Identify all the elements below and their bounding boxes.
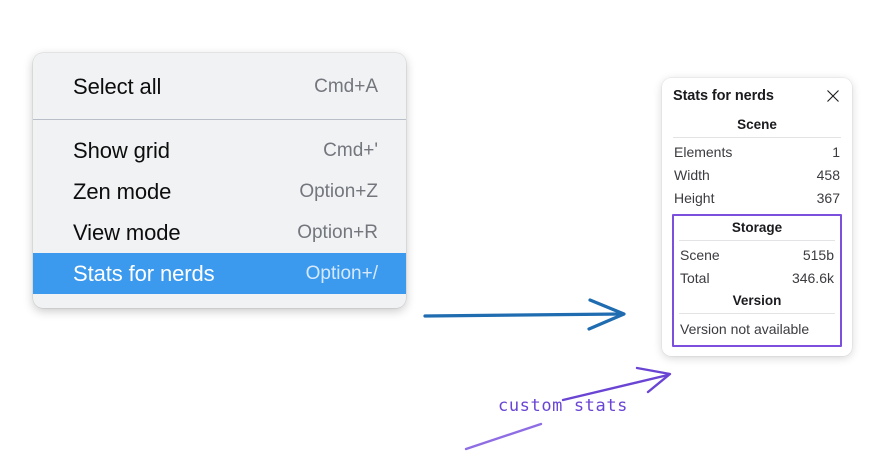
stats-panel-header: Stats for nerds bbox=[673, 88, 841, 114]
close-icon[interactable] bbox=[825, 88, 841, 104]
menu-item-label: Select all bbox=[73, 73, 162, 99]
scene-section-heading: Scene bbox=[737, 117, 777, 132]
menu-item-stats-for-nerds[interactable]: Stats for nerds Option+/ bbox=[33, 253, 406, 294]
menu-item-shortcut: Option+Z bbox=[299, 180, 378, 202]
stats-for-nerds-panel: Stats for nerds Scene Elements 1 Width 4… bbox=[662, 78, 852, 356]
stats-panel-title: Stats for nerds bbox=[673, 88, 774, 104]
stat-value: 346.6k bbox=[791, 270, 834, 286]
stat-value: 1 bbox=[832, 144, 840, 160]
context-menu: Select all Cmd+A Show grid Cmd+' Zen mod… bbox=[33, 53, 406, 308]
stat-key: Total bbox=[680, 270, 710, 286]
scene-divider bbox=[673, 137, 841, 138]
stat-row: Total 346.6k bbox=[679, 267, 835, 290]
stat-key: Scene bbox=[680, 247, 720, 263]
menu-item-view-mode[interactable]: View mode Option+R bbox=[33, 212, 406, 253]
menu-item-shortcut: Option+/ bbox=[305, 262, 378, 284]
stat-value: 367 bbox=[816, 190, 840, 206]
menu-group-1: Select all Cmd+A bbox=[33, 53, 406, 119]
version-text: Version not available bbox=[680, 321, 810, 337]
custom-stats-annotation-label: custom stats bbox=[498, 396, 629, 416]
stat-key: Width bbox=[674, 167, 710, 183]
version-divider bbox=[679, 313, 835, 314]
menu-group-2: Show grid Cmd+' Zen mode Option+Z View m… bbox=[33, 120, 406, 308]
menu-item-label: View mode bbox=[73, 219, 181, 245]
menu-divider bbox=[33, 119, 406, 120]
stat-value: 458 bbox=[816, 167, 840, 183]
stat-row: Width 458 bbox=[673, 164, 841, 187]
menu-item-shortcut: Cmd+' bbox=[323, 139, 378, 161]
blue-arrow-annotation bbox=[423, 298, 626, 331]
stat-row: Height 367 bbox=[673, 187, 841, 210]
stat-key: Elements bbox=[674, 144, 733, 160]
stat-row: Scene 515b bbox=[679, 244, 835, 267]
menu-item-label: Zen mode bbox=[73, 178, 172, 204]
version-section-heading: Version bbox=[732, 293, 782, 308]
storage-section-heading: Storage bbox=[731, 220, 783, 235]
stat-value: 515b bbox=[802, 247, 834, 263]
custom-stats-box: Storage Scene 515b Total 346.6k Version … bbox=[672, 214, 842, 347]
menu-item-label: Show grid bbox=[73, 137, 170, 163]
menu-item-shortcut: Cmd+A bbox=[314, 75, 378, 97]
storage-divider bbox=[679, 240, 835, 241]
menu-item-select-all[interactable]: Select all Cmd+A bbox=[33, 66, 406, 107]
purple-stroke-annotation bbox=[464, 422, 543, 451]
stat-row: Elements 1 bbox=[673, 141, 841, 164]
menu-item-shortcut: Option+R bbox=[297, 221, 378, 243]
menu-item-label: Stats for nerds bbox=[73, 260, 215, 286]
menu-item-show-grid[interactable]: Show grid Cmd+' bbox=[33, 130, 406, 171]
stat-key: Height bbox=[674, 190, 715, 206]
menu-item-zen-mode[interactable]: Zen mode Option+Z bbox=[33, 171, 406, 212]
